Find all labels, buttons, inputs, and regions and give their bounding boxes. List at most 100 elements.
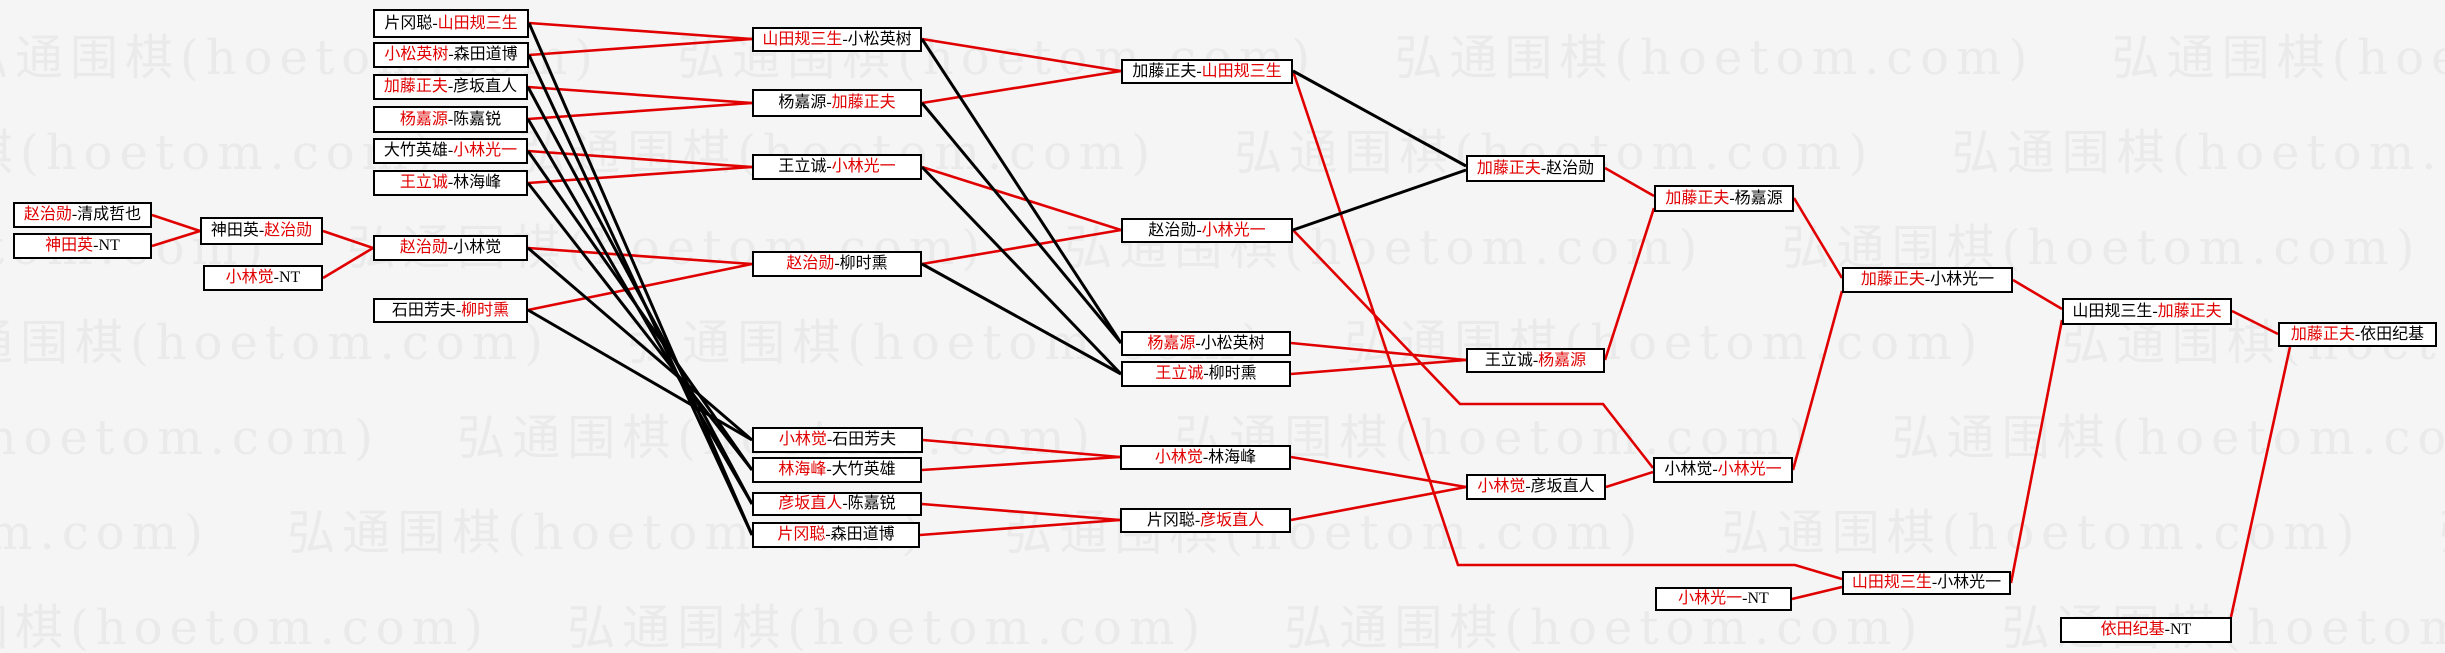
winner-advance-line xyxy=(1604,166,1655,198)
winner-advance-line xyxy=(922,438,1121,459)
match-box-a2: 神田英-NT xyxy=(13,233,152,259)
player-name: 王立诚 xyxy=(1484,351,1533,369)
match-box-w4: 赵治勋-柳时熏 xyxy=(752,251,922,277)
name-separator: - xyxy=(2354,325,2361,343)
match-box-nt: 小林光一-NT xyxy=(1655,587,1792,611)
player-name: 赵治勋 xyxy=(23,206,72,223)
player-name: 小林觉 xyxy=(1154,448,1203,466)
match-box-m8: 石田芳夫-柳时熏 xyxy=(373,298,528,323)
player-name: 彦坂直人 xyxy=(778,495,843,512)
player-name: 赵治勋 xyxy=(1148,221,1197,239)
name-separator: - xyxy=(273,269,279,286)
player-name: 小林觉 xyxy=(453,239,502,256)
match-box-j3: 小林觉-彦坂直人 xyxy=(1466,474,1606,500)
loser-drop-line xyxy=(526,182,754,471)
match-box-v1: 加藤正夫-山田规三生 xyxy=(1121,59,1293,84)
player-name: 山田规三生 xyxy=(1851,574,1932,591)
player-name: 加藤正夫 xyxy=(1132,62,1197,80)
match-box-w3: 王立诚-小林光一 xyxy=(752,154,922,180)
player-name: 小林光一 xyxy=(1201,221,1266,239)
match-box-i1: 加藤正夫-杨嘉源 xyxy=(1654,185,1794,212)
player-name: 小林觉 xyxy=(778,431,827,448)
winner-advance-line xyxy=(527,246,753,266)
loser-drop-line xyxy=(1292,69,1467,168)
name-separator: - xyxy=(447,142,454,159)
player-name: 林海峰 xyxy=(453,174,502,191)
winner-advance-line xyxy=(151,229,201,248)
player-name: 森田道博 xyxy=(830,526,895,543)
player-name: 加藤正夫 xyxy=(831,94,896,111)
name-separator: - xyxy=(1532,351,1539,369)
player-name: 小林觉 xyxy=(1477,478,1526,495)
player-name: 片冈聪 xyxy=(384,14,433,32)
player-name: 陈嘉锐 xyxy=(453,110,502,128)
player-name: 杨嘉源 xyxy=(399,110,448,128)
player-name: 小林光一 xyxy=(1678,590,1743,607)
player-name: 小林光一 xyxy=(1937,574,2002,591)
winner-advance-line xyxy=(528,37,753,57)
player-name: 神田英 xyxy=(210,222,259,239)
loser-drop-line xyxy=(527,22,754,536)
winner-advance-line xyxy=(322,246,374,280)
name-separator: - xyxy=(1525,478,1531,495)
player-name: 加藤正夫 xyxy=(1860,271,1925,288)
player-name: 加藤正夫 xyxy=(2290,325,2355,343)
name-separator: - xyxy=(2152,302,2158,320)
player-name: NT xyxy=(98,237,120,254)
winner-advance-line xyxy=(2229,346,2292,618)
winner-advance-line xyxy=(919,518,1121,537)
name-separator: - xyxy=(842,495,848,512)
match-box-l1: 小林觉-石田芳夫 xyxy=(752,427,923,453)
winner-advance-line xyxy=(2012,278,2063,311)
player-name: 杨嘉源 xyxy=(1734,189,1783,207)
winner-advance-line xyxy=(1603,207,1656,361)
name-separator: - xyxy=(258,222,265,239)
name-separator: - xyxy=(1924,271,1931,288)
loser-drop-line xyxy=(1292,168,1467,232)
name-separator: - xyxy=(826,431,833,448)
match-box-f1: 加藤正夫-小林光一 xyxy=(1842,267,2013,293)
match-box-m6: 王立诚-林海峰 xyxy=(373,170,528,196)
name-separator: - xyxy=(1729,189,1735,207)
loser-drop-line xyxy=(920,165,1123,376)
winner-advance-line xyxy=(921,37,1122,73)
loser-drop-line xyxy=(920,102,1123,344)
match-box-v2: 赵治勋-小林光一 xyxy=(1121,218,1293,243)
name-separator: - xyxy=(447,174,454,191)
player-name: NT xyxy=(279,269,301,286)
winner-advance-line xyxy=(921,455,1121,472)
player-name: 小林觉 xyxy=(225,269,274,286)
match-box-k4: 片冈聪-彦坂直人 xyxy=(1120,508,1291,533)
player-name: 片冈聪 xyxy=(777,526,826,543)
winner-advance-line xyxy=(322,229,374,250)
player-name: 陈嘉锐 xyxy=(847,495,896,512)
name-separator: - xyxy=(1931,574,1938,591)
name-separator: - xyxy=(826,158,832,175)
player-name: 赵治勋 xyxy=(399,239,448,256)
name-separator: - xyxy=(2164,621,2170,638)
player-name: 彦坂直人 xyxy=(1530,478,1595,495)
player-name: 柳时熏 xyxy=(1208,365,1257,382)
match-box-m5: 大竹英雄-小林光一 xyxy=(373,138,528,164)
winner-advance-line xyxy=(921,69,1122,105)
name-separator: - xyxy=(1203,365,1209,382)
match-box-j2: 王立诚-杨嘉源 xyxy=(1466,348,1605,373)
name-separator: - xyxy=(447,110,454,128)
match-box-m7: 赵治勋-小林觉 xyxy=(373,235,528,261)
player-name: 森田道博 xyxy=(453,46,518,63)
name-separator: - xyxy=(1195,334,1201,352)
player-name: 石田芳夫 xyxy=(391,301,456,319)
player-name: 大竹英雄 xyxy=(831,461,896,478)
name-separator: - xyxy=(447,78,454,95)
winner-advance-line xyxy=(1605,470,1654,489)
player-name: 柳时熏 xyxy=(461,301,510,319)
winner-advance-line xyxy=(2009,319,2064,584)
name-separator: - xyxy=(448,46,454,63)
player-name: 小林光一 xyxy=(1930,271,1995,288)
player-name: 彦坂直人 xyxy=(453,78,518,95)
player-name: 杨嘉源 xyxy=(1147,334,1196,352)
name-separator: - xyxy=(93,237,99,254)
player-name: 小松英树 xyxy=(847,30,912,48)
winner-advance-line xyxy=(1290,341,1467,362)
player-name: 小林光一 xyxy=(1717,461,1782,478)
